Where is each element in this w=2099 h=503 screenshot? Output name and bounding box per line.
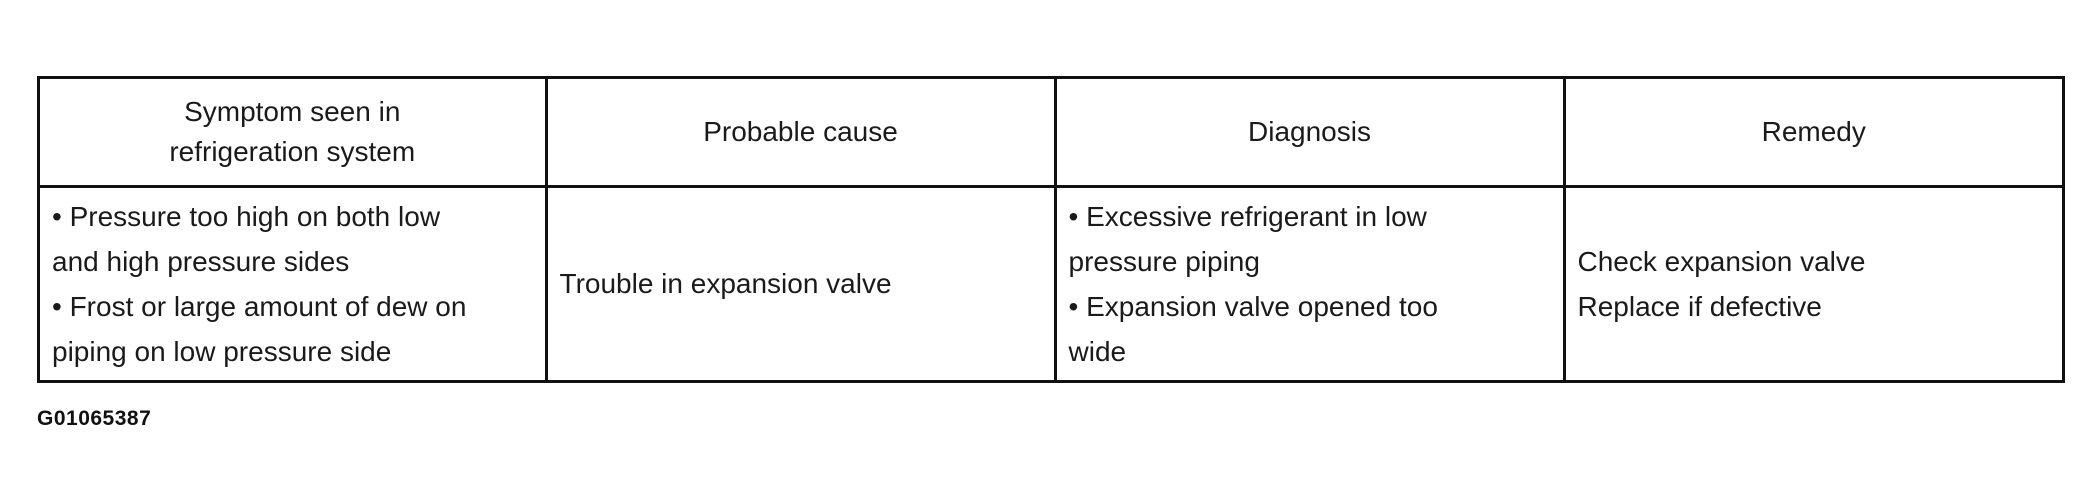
header-remedy: Remedy bbox=[1562, 79, 2062, 188]
cell-symptom: • Pressure too high on both low and high… bbox=[40, 184, 548, 380]
table-header-row: Symptom seen in refrigeration system Pro… bbox=[40, 79, 2062, 188]
diagnosis-line: • Expansion valve opened too bbox=[1068, 290, 1438, 322]
figure-id-label: G01065387 bbox=[37, 407, 152, 430]
header-probable-cause: Probable cause bbox=[544, 79, 1057, 188]
header-diagnosis-label: Diagnosis bbox=[1248, 115, 1371, 147]
header-symptom: Symptom seen in refrigeration system bbox=[40, 79, 548, 188]
cell-diagnosis: • Excessive refrigerant in low pressure … bbox=[1053, 184, 1566, 380]
diagnosis-table: Symptom seen in refrigeration system Pro… bbox=[40, 79, 2062, 380]
diagnosis-table-frame: Symptom seen in refrigeration system Pro… bbox=[37, 76, 2065, 383]
diagnosis-line: wide bbox=[1068, 335, 1127, 367]
symptom-line: and high pressure sides bbox=[52, 245, 350, 277]
header-remedy-label: Remedy bbox=[1761, 115, 1866, 147]
remedy-line: Check expansion valve bbox=[1577, 245, 1866, 277]
diagnosis-line: pressure piping bbox=[1068, 245, 1260, 277]
header-symptom-line-1: Symptom seen in bbox=[184, 95, 401, 127]
header-probable-cause-label: Probable cause bbox=[703, 115, 898, 147]
symptom-line: piping on low pressure side bbox=[52, 335, 392, 367]
cell-remedy: Check expansion valve Replace if defecti… bbox=[1562, 184, 2062, 380]
symptom-line: • Pressure too high on both low bbox=[52, 200, 441, 232]
probable-cause-text: Trouble in expansion valve bbox=[559, 268, 892, 300]
symptom-line: • Frost or large amount of dew on bbox=[52, 290, 467, 322]
table-row: • Pressure too high on both low and high… bbox=[40, 184, 2062, 380]
cell-probable-cause: Trouble in expansion valve bbox=[544, 184, 1057, 380]
header-symptom-line-2: refrigeration system bbox=[169, 135, 416, 167]
remedy-line: Replace if defective bbox=[1577, 290, 1822, 322]
diagnosis-line: • Excessive refrigerant in low bbox=[1068, 200, 1427, 232]
header-diagnosis: Diagnosis bbox=[1053, 79, 1566, 188]
